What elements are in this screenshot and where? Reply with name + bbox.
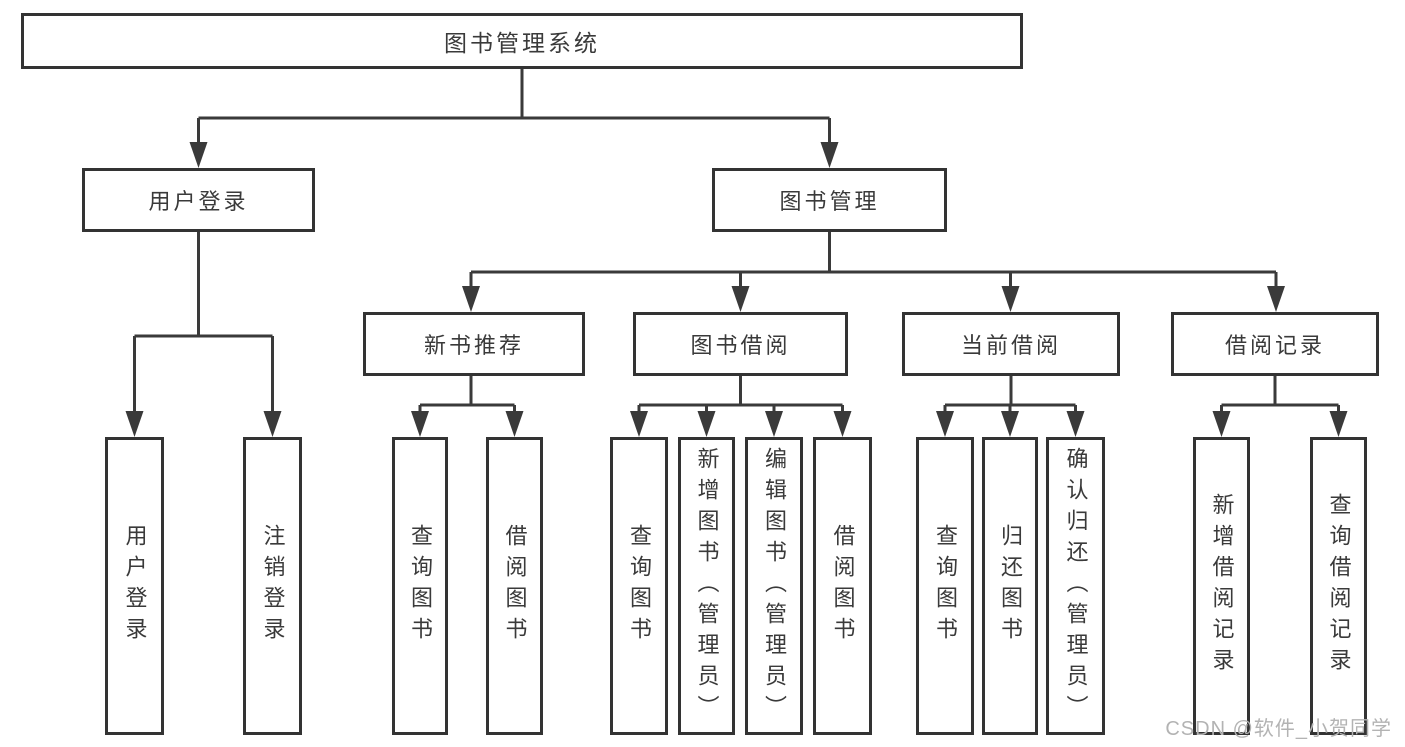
leaf-add-books-admin: 新增图书（管理员） (678, 437, 735, 735)
leaf-return-books: 归还图书 (982, 437, 1038, 735)
connector-borrow-records-children (1212, 376, 1348, 437)
leaf-confirm-return-admin: 确认归还（管理员） (1046, 437, 1105, 735)
csdn-watermark: CSDN @软件_小贺同学 (1165, 718, 1392, 740)
leaf-add-borrow-record: 新增借阅记录 (1193, 437, 1250, 735)
node-borrow-records: 借阅记录 (1171, 312, 1379, 376)
connector-book-borrow-children (630, 376, 852, 437)
leaf-query-books-recommend: 查询图书 (392, 437, 448, 735)
leaf-borrow-books-recommend: 借阅图书 (486, 437, 543, 735)
leaf-query-books-current: 查询图书 (916, 437, 974, 735)
node-book-management: 图书管理 (712, 168, 947, 232)
connector-current-borrow-children (936, 376, 1085, 437)
connector-user-login-children (125, 232, 282, 437)
node-root-system: 图书管理系统 (21, 13, 1023, 69)
leaf-query-borrow-record: 查询借阅记录 (1310, 437, 1367, 735)
node-user-login: 用户登录 (82, 168, 315, 232)
node-current-borrow: 当前借阅 (902, 312, 1120, 376)
leaf-query-books-borrow: 查询图书 (610, 437, 668, 735)
leaf-edit-books-admin: 编辑图书（管理员） (745, 437, 803, 735)
node-new-book-recommend: 新书推荐 (363, 312, 585, 376)
connector-root-to-level2 (189, 69, 839, 168)
connector-new-book-recommend-children (411, 376, 524, 437)
leaf-borrow-books-borrow: 借阅图书 (813, 437, 872, 735)
leaf-logout: 注销登录 (243, 437, 302, 735)
node-book-borrow: 图书借阅 (633, 312, 848, 376)
connector-book-management-children (462, 232, 1285, 312)
leaf-user-login: 用户登录 (105, 437, 164, 735)
